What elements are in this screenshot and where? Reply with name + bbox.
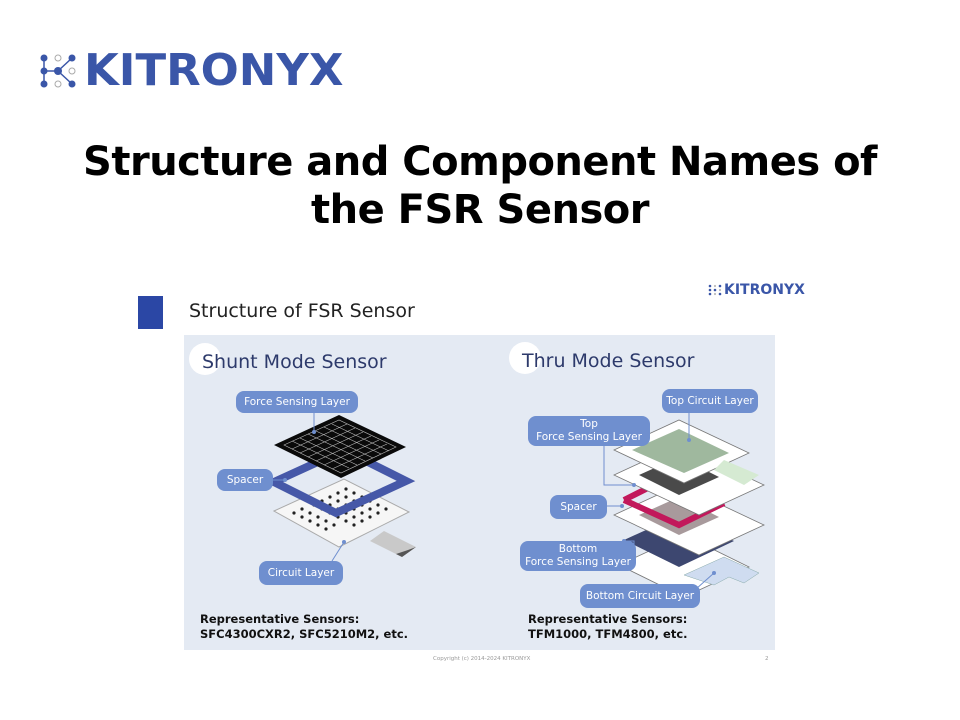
page-title-line2: the FSR Sensor bbox=[311, 187, 649, 233]
label-bottom-force-sensing-layer: Bottom Force Sensing Layer bbox=[520, 541, 636, 571]
thru-representative-sensors: Representative Sensors: TFM1000, TFM4800… bbox=[528, 612, 688, 642]
shunt-mode-title: Shunt Mode Sensor bbox=[202, 351, 387, 373]
label-top-circuit-layer: Top Circuit Layer bbox=[662, 389, 758, 413]
title-decoration-circle bbox=[509, 342, 541, 374]
slide-accent-square bbox=[138, 296, 163, 329]
rep-models: TFM1000, TFM4800, etc. bbox=[528, 627, 688, 641]
label-line1: Top bbox=[580, 418, 598, 430]
label-line1: Bottom bbox=[558, 543, 598, 555]
page-title: Structure and Component Names of the FSR… bbox=[0, 138, 960, 234]
structure-panel: Shunt Mode Sensor Force Sensing Layer Sp… bbox=[184, 335, 775, 650]
brand-name: KITRONYX bbox=[84, 45, 344, 96]
rep-models: SFC4300CXR2, SFC5210M2, etc. bbox=[200, 627, 409, 641]
shunt-representative-sensors: Representative Sensors: SFC4300CXR2, SFC… bbox=[200, 612, 408, 642]
network-dots-icon bbox=[708, 284, 722, 296]
label-bottom-circuit-layer: Bottom Circuit Layer bbox=[580, 584, 700, 608]
network-dots-icon bbox=[40, 54, 76, 88]
rep-label: Representative Sensors: bbox=[200, 612, 360, 626]
label-spacer: Spacer bbox=[217, 469, 273, 491]
slide-logo: KITRONYX bbox=[708, 282, 805, 298]
slide-heading: Structure of FSR Sensor bbox=[189, 300, 415, 322]
label-force-sensing-layer: Force Sensing Layer bbox=[236, 391, 358, 413]
slide-copyright: Copyright (c) 2014-2024 KITRONYX bbox=[433, 656, 531, 662]
slide-logo-text: KITRONYX bbox=[724, 282, 805, 298]
label-circuit-layer: Circuit Layer bbox=[259, 561, 343, 585]
slide-page-number: 2 bbox=[765, 656, 769, 662]
sensor-illustrations bbox=[264, 411, 765, 598]
label-top-force-sensing-layer: Top Force Sensing Layer bbox=[528, 416, 650, 446]
rep-label: Representative Sensors: bbox=[528, 612, 688, 626]
label-spacer: Spacer bbox=[550, 495, 607, 519]
thru-mode-title: Thru Mode Sensor bbox=[522, 350, 695, 372]
label-line2: Force Sensing Layer bbox=[525, 556, 631, 568]
label-line2: Force Sensing Layer bbox=[536, 431, 642, 443]
title-decoration-circle bbox=[189, 343, 221, 375]
page-title-line1: Structure and Component Names of bbox=[83, 139, 877, 185]
kitronyx-logo: KITRONYX bbox=[38, 48, 343, 94]
